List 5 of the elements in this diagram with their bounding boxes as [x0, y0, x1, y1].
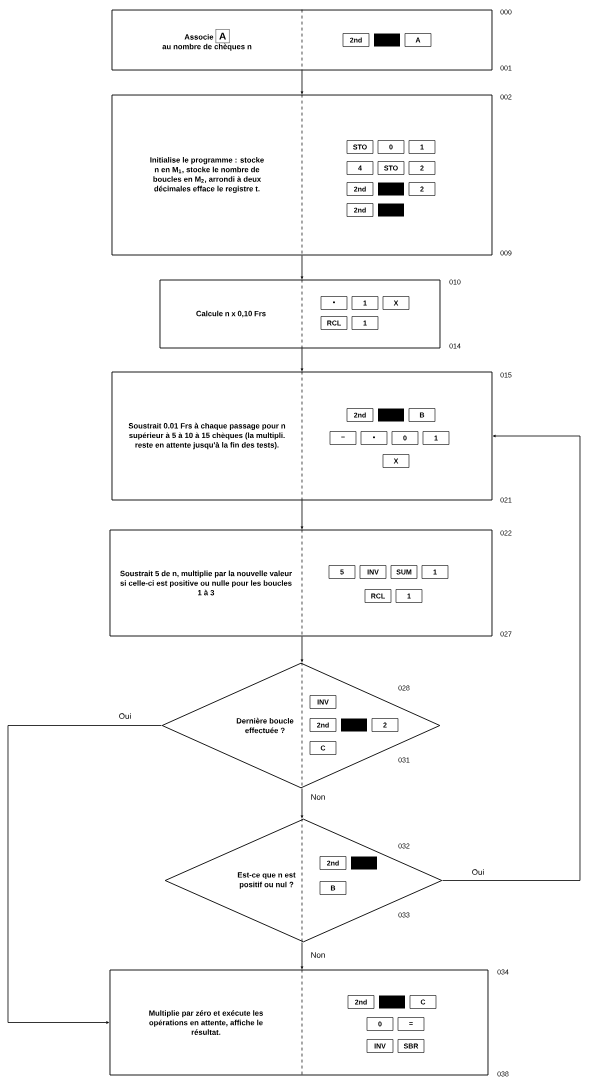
letter-box: A: [215, 29, 230, 43]
edge-label: Oui: [117, 712, 133, 720]
edge-label: Oui: [470, 868, 486, 876]
edge-label: Non: [309, 951, 327, 959]
edge-label: Non: [309, 793, 327, 801]
